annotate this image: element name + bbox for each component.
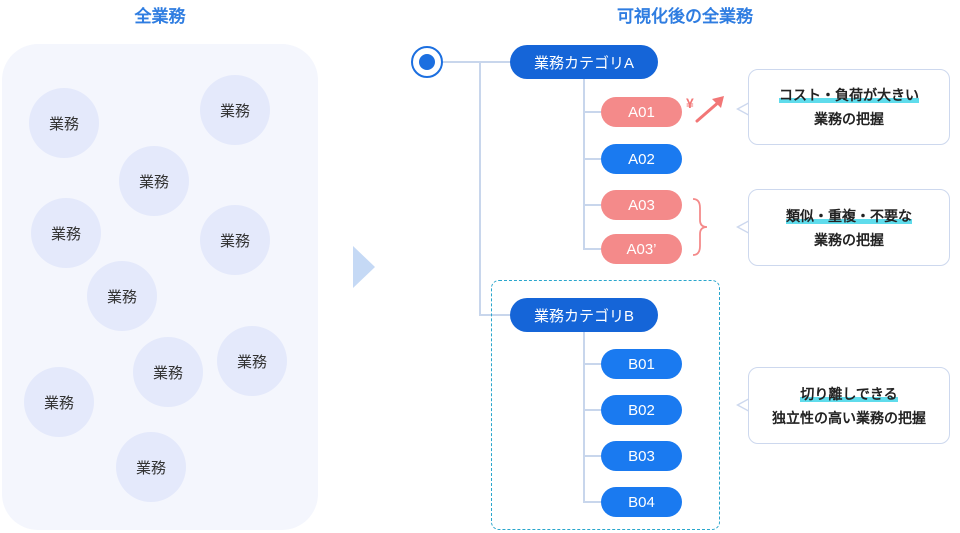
connector-line [583,158,601,160]
cost-note-line1: コスト・負荷が大きい [779,87,919,103]
brace-icon [692,198,708,256]
item-b01: B01 [601,349,682,379]
category-b-group [491,280,720,530]
duplicate-note-line2: 業務の把握 [814,231,884,248]
all-tasks-title: 全業務 [134,7,186,26]
item-b02: B02 [601,395,682,425]
connector-line [583,363,601,365]
task-bubble: 業務 [31,198,101,268]
note-pointer [739,221,750,233]
note-pointer [739,103,750,115]
category-a: 業務カテゴリA [510,45,658,79]
transition-arrow-icon [353,246,375,288]
connector-line [583,204,601,206]
connector-line [583,248,601,250]
visualized-tasks-title: 可視化後の全業務 [617,7,753,26]
item-b04: B04 [601,487,682,517]
connector-line [583,332,585,502]
separable-note-line1: 切り離しできる [800,385,898,402]
duplicate-note-line1: 類似・重複・不要な [786,207,912,224]
separable-note: 切り離しできる 独立性の高い業務の把握 [748,367,950,444]
task-bubble: 業務 [119,146,189,216]
connector-line [583,455,601,457]
separable-note-line2: 独立性の高い業務の把握 [772,409,926,426]
connector-line [583,111,601,113]
task-bubble: 業務 [200,75,270,145]
task-bubble: 業務 [87,261,157,331]
item-a02: A02 [601,144,682,174]
task-bubble: 業務 [133,337,203,407]
item-a01: A01 [601,97,682,127]
task-bubble: 業務 [200,205,270,275]
task-bubble: 業務 [29,88,99,158]
duplicate-note: 類似・重複・不要な 業務の把握 [748,189,950,266]
note-pointer [739,399,750,411]
connector-line [583,409,601,411]
task-bubble: 業務 [116,432,186,502]
item-a03-prime: A03’ [601,234,682,264]
cost-note-line2: 業務の把握 [814,111,884,127]
connector-line [583,501,601,503]
cost-up-arrow-icon [695,96,724,123]
item-b03: B03 [601,441,682,471]
task-bubble: 業務 [217,326,287,396]
yen-icon: ¥ [686,95,694,111]
connector-line [583,79,585,249]
root-node-icon [411,46,443,78]
category-b: 業務カテゴリB [510,298,658,332]
connector-line [479,314,511,316]
task-bubble: 業務 [24,367,94,437]
cost-note: コスト・負荷が大きい 業務の把握 [748,69,950,145]
item-a03: A03 [601,190,682,220]
connector-line [443,61,511,63]
connector-line [479,62,481,315]
